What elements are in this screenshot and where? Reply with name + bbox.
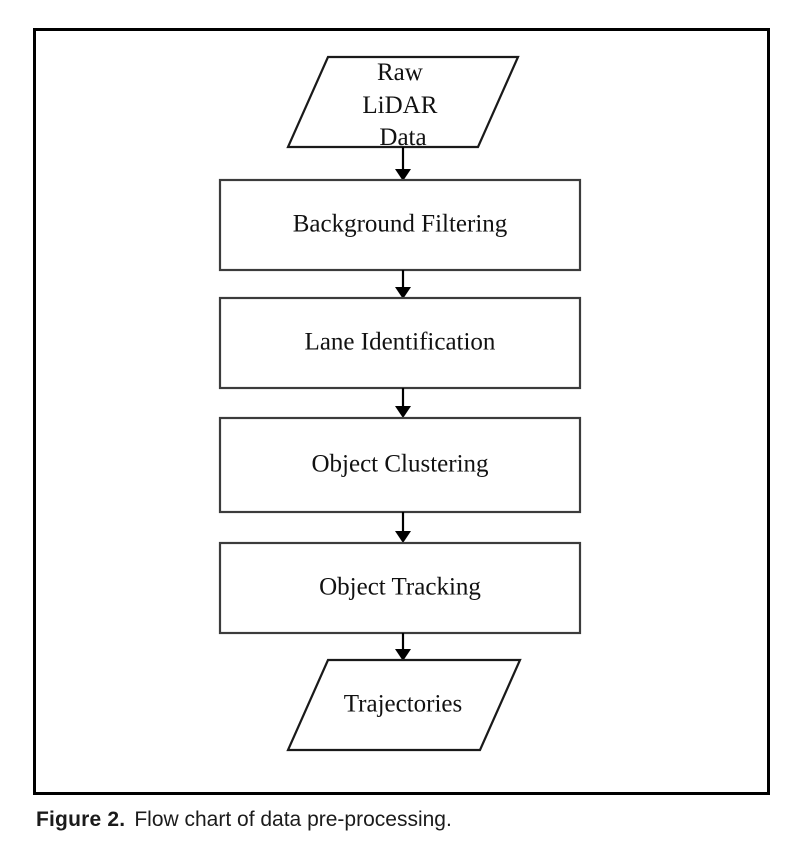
arrow-head-icon	[395, 287, 411, 299]
raw-lidar-data-line-1: Raw	[377, 59, 423, 86]
node-background-filtering[interactable]: Background Filtering	[218, 178, 582, 272]
raw-lidar-data-label: Raw LiDAR Data	[362, 59, 443, 151]
lane-identification-box	[218, 296, 582, 390]
figure-caption: Figure 2. Flow chart of data pre-processi…	[36, 806, 756, 833]
edge-background-filtering-to-lane-identification	[395, 270, 411, 299]
edge-raw-data-to-background-filtering	[395, 147, 411, 181]
edge-object-clustering-to-object-tracking	[395, 512, 411, 543]
edge-object-tracking-to-trajectories	[395, 633, 411, 661]
arrow-head-icon	[395, 406, 411, 418]
figure-caption-text: Flow chart of data pre-processing.	[134, 808, 452, 831]
node-lane-identification[interactable]: Lane Identification	[218, 296, 582, 390]
node-object-tracking[interactable]: Object Tracking	[218, 541, 582, 635]
edge-lane-identification-to-object-clustering	[395, 388, 411, 418]
background-filtering-label: Background Filtering	[293, 211, 508, 238]
node-object-clustering[interactable]: Object Clustering	[218, 416, 582, 514]
object-tracking-box	[218, 541, 582, 635]
background-filtering-box	[218, 178, 582, 272]
node-trajectories[interactable]: Trajectories	[286, 658, 522, 752]
trajectories-parallelogram	[286, 658, 522, 752]
trajectories-label: Trajectories	[344, 691, 463, 718]
lane-identification-label: Lane Identification	[305, 329, 496, 356]
figure-caption-label: Figure 2.	[36, 808, 126, 831]
object-clustering-box	[218, 416, 582, 514]
object-tracking-label: Object Tracking	[319, 574, 481, 601]
raw-lidar-data-line-2: LiDAR	[362, 92, 437, 119]
object-clustering-label: Object Clustering	[311, 451, 489, 478]
raw-lidar-data-line-3: Data	[379, 124, 426, 151]
node-raw-lidar-data[interactable]: Raw LiDAR Data	[286, 55, 520, 151]
arrow-head-icon	[395, 649, 411, 661]
flowchart-diagram: Raw LiDAR Data Background Filtering Lane…	[218, 55, 582, 752]
arrow-head-icon	[395, 169, 411, 181]
arrow-head-icon	[395, 531, 411, 543]
raw-lidar-data-parallelogram	[286, 55, 520, 149]
